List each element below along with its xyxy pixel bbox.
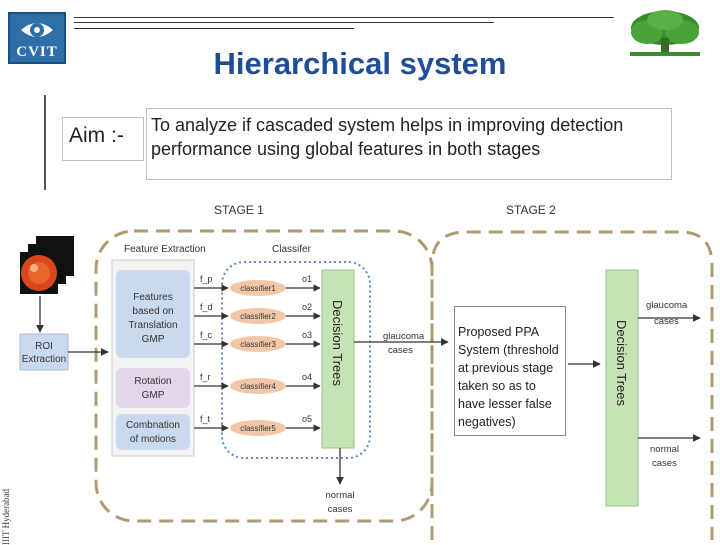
ppa-system-box: Proposed PPA System (threshold at previo… [454,306,566,436]
classifier-label: Classifer [272,244,312,255]
tree-logo-icon [630,10,700,56]
stage2-label: STAGE 2 [506,203,556,217]
feature-id-label: f_c [200,330,213,340]
header-divider [74,22,494,23]
decision-trees-label: Decision Trees [330,300,345,386]
stage2-decision-bar [605,269,639,507]
classifier-node [230,280,286,296]
classifier-label: classifier3 [240,340,276,349]
classifier-rows: f_p classifier1 o1 f_d classifier2 o2 f_cclass… [194,274,321,436]
rotation-feature-box [116,368,190,408]
decision-trees-bar [321,269,355,449]
feature-id-label: f_p [200,274,213,284]
stage2-box [430,230,714,540]
translation-feature-box [116,270,190,358]
output-label: o4 [302,372,312,382]
classifier-node [230,378,286,394]
output-label: o5 [302,414,312,424]
classifier-label: classifier1 [240,284,276,293]
page-title: Hierarchical system [213,46,507,81]
logo-text: CVIT [16,44,58,60]
eye-icon [21,23,53,37]
classifier-node [230,420,286,436]
header-divider [74,28,354,29]
feature-id-label: f_d [200,302,213,312]
feature-id-label: f_t [200,414,211,424]
aim-text: To analyze if cascaded system helps in i… [146,108,672,180]
combination-feature-box [116,414,190,450]
output-label: o3 [302,330,312,340]
cvit-logo: CVIT [8,12,66,64]
feature-extraction-label: Feature Extraction [124,244,206,255]
aim-label: Aim :- [62,117,144,161]
classifier-box [221,261,371,459]
output-label: o1 [302,274,312,284]
classifier-label: classifier2 [240,312,276,321]
header-divider [74,17,614,18]
classifier-label: classifier5 [240,424,276,433]
fundus-images [20,236,74,294]
output-label: o2 [302,302,312,312]
feature-id-label: f_r [200,372,211,382]
stage1-label: STAGE 1 [214,203,264,217]
classifier-node [230,336,286,352]
left-divider [44,95,46,190]
classifier-node [230,308,286,324]
classifier-label: classifier4 [240,382,276,391]
stage2-decision-label: Decision Trees [614,320,629,406]
